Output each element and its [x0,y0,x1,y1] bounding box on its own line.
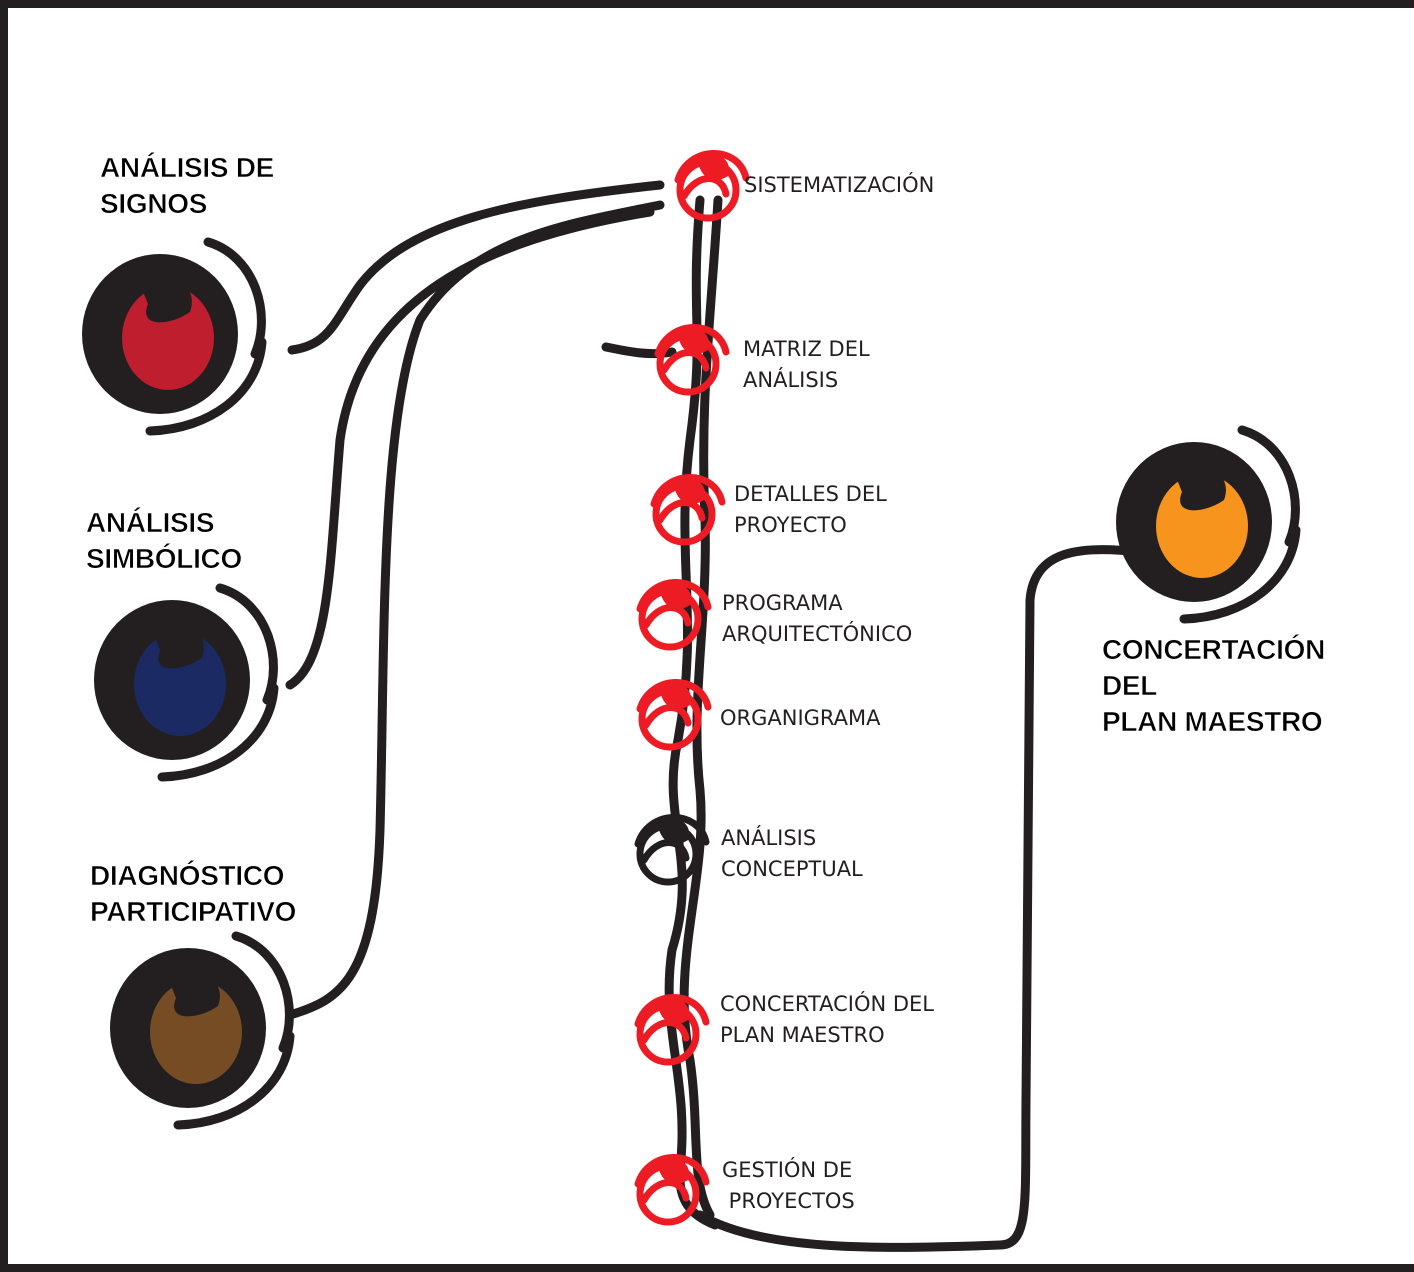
knot-2-inner [656,499,706,524]
knot-3-inner [642,604,692,629]
node-simbolico-swirl-bottom [157,683,279,782]
knot-3-arc [636,579,712,613]
knot-6-blob [658,998,690,1024]
main-spine-secondary [679,195,723,1220]
step-label-organigrama: ORGANIGRAMA [720,706,881,730]
knot-7 [634,1154,710,1226]
knot-6 [634,994,710,1066]
knot-4 [636,679,712,751]
node-diagnostico-fill [150,980,242,1084]
knot-6-inner [640,1019,690,1044]
step-label-detalles: DETALLES DEL PROYECTO [734,482,887,537]
step-label-programa: PROGRAMA ARQUITECTÓNICO [722,591,913,646]
knot-0-arc [674,150,750,184]
step-label-analisis-conceptual: ANÁLISIS CONCEPTUAL [721,826,863,881]
knot-0 [674,150,750,222]
knot-3-blob [660,583,692,609]
knot-1 [654,324,730,396]
knot-4-arc [636,679,712,713]
knot-6-arc [634,994,710,1028]
input-label-simbolico: ANÁLISIS SIMBÓLICO [86,507,243,575]
knot-0-blob [698,154,730,180]
nodes-layer [82,237,1301,1130]
node-signos-swirl-bottom [145,337,267,436]
knot-3 [636,579,712,651]
connector-lines [285,180,1145,1252]
knot-4-inner [642,704,692,729]
knot-2-arc [650,474,726,508]
step-label-sistematizacion: SISTEMATIZACIÓN [744,173,935,197]
knot-1-arc [654,324,730,358]
knot-7-blob [658,1158,690,1184]
knot-1-blob [678,328,710,354]
step-label-matriz: MATRIZ DEL ANÁLISIS [743,337,870,392]
output-label: CONCERTACIÓN DEL PLAN MAESTRO [1102,634,1326,738]
knots-layer [634,150,750,1226]
node-diagnostico [110,931,295,1130]
knot-0-inner [680,175,730,200]
input-label-diagnostico: DIAGNÓSTICO PARTICIPATIVO [90,860,297,928]
connector-diagnostico [285,200,665,1020]
node-signos-fill [122,286,214,390]
connector-output [695,544,1145,1252]
knot-5-inner [640,839,690,864]
node-simbolico-fill [134,632,226,736]
knot-1-inner [660,349,710,374]
knot-5-blob [658,818,690,844]
node-output-swirl-bottom [1179,525,1301,624]
step-label-concertacion: CONCERTACIÓN DEL PLAN MAESTRO [720,992,934,1047]
knot-7-inner [640,1179,690,1204]
knot-5-arc [634,814,710,848]
knot-4-blob [660,683,692,709]
node-output-fill [1156,474,1248,578]
knot-2-blob [674,478,706,504]
knot-5 [634,814,710,886]
node-simbolico-mark [152,623,204,669]
node-diagnostico-swirl-bottom [173,1031,295,1130]
knot-7-arc [634,1154,710,1188]
node-signos-mark [140,277,192,323]
node-diagnostico-mark [168,971,220,1017]
connector-signos [287,180,665,355]
node-output [1116,425,1301,624]
node-output-mark [1174,465,1226,511]
node-signos [82,237,267,436]
knot-2 [650,474,726,546]
node-simbolico [94,583,279,782]
input-label-signos: ANÁLISIS DE SIGNOS [100,152,275,220]
step-label-gestion: GESTIÓN DE PROYECTOS [722,1158,855,1213]
connector-simbolico [285,207,655,690]
